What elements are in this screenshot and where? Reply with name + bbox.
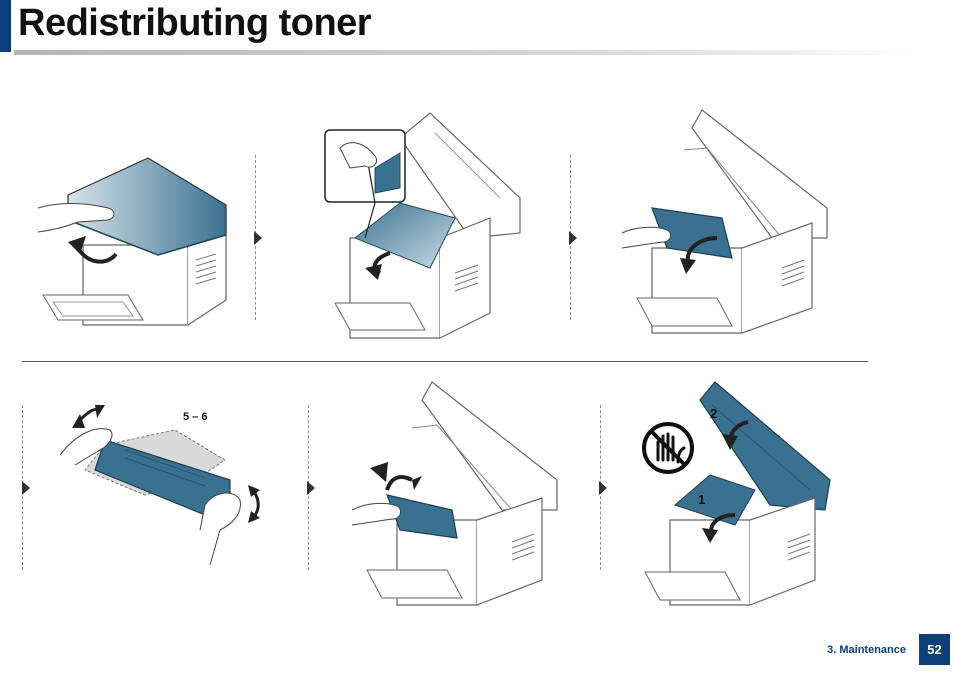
step-5-illustration	[352, 380, 562, 615]
step-2-illustration	[320, 108, 530, 343]
remove-toner-cartridge-icon	[622, 108, 832, 338]
step-arrow-icon	[569, 231, 577, 245]
page-title: Redistributing toner	[18, 0, 371, 46]
step-label-2: 2	[710, 406, 717, 421]
insert-toner-cartridge-icon	[352, 380, 562, 615]
inner-cover-open-icon	[320, 108, 530, 343]
step-arrow-icon	[22, 481, 30, 495]
scanner-lid-open-icon	[38, 150, 238, 330]
step-arrow-icon	[307, 481, 315, 495]
row-separator	[22, 361, 868, 362]
step-arrow-icon	[254, 231, 262, 245]
page-number: 52	[919, 634, 950, 665]
step-6-illustration: 2 1	[640, 380, 840, 615]
step-4-illustration: 5 – 6	[55, 400, 270, 565]
step-arrow-icon	[599, 481, 607, 495]
step-3-illustration	[622, 108, 832, 338]
title-rule	[14, 50, 914, 55]
step-label-1: 1	[698, 492, 705, 507]
close-covers-icon: 2 1	[640, 380, 840, 615]
footer-section-label: 3. Maintenance	[827, 644, 906, 656]
shake-count-label: 5 – 6	[183, 411, 207, 423]
title-accent-bar	[0, 0, 11, 52]
do-not-touch-icon	[644, 424, 692, 472]
shake-toner-cartridge-icon: 5 – 6	[55, 400, 270, 565]
step-1-illustration	[38, 150, 238, 330]
